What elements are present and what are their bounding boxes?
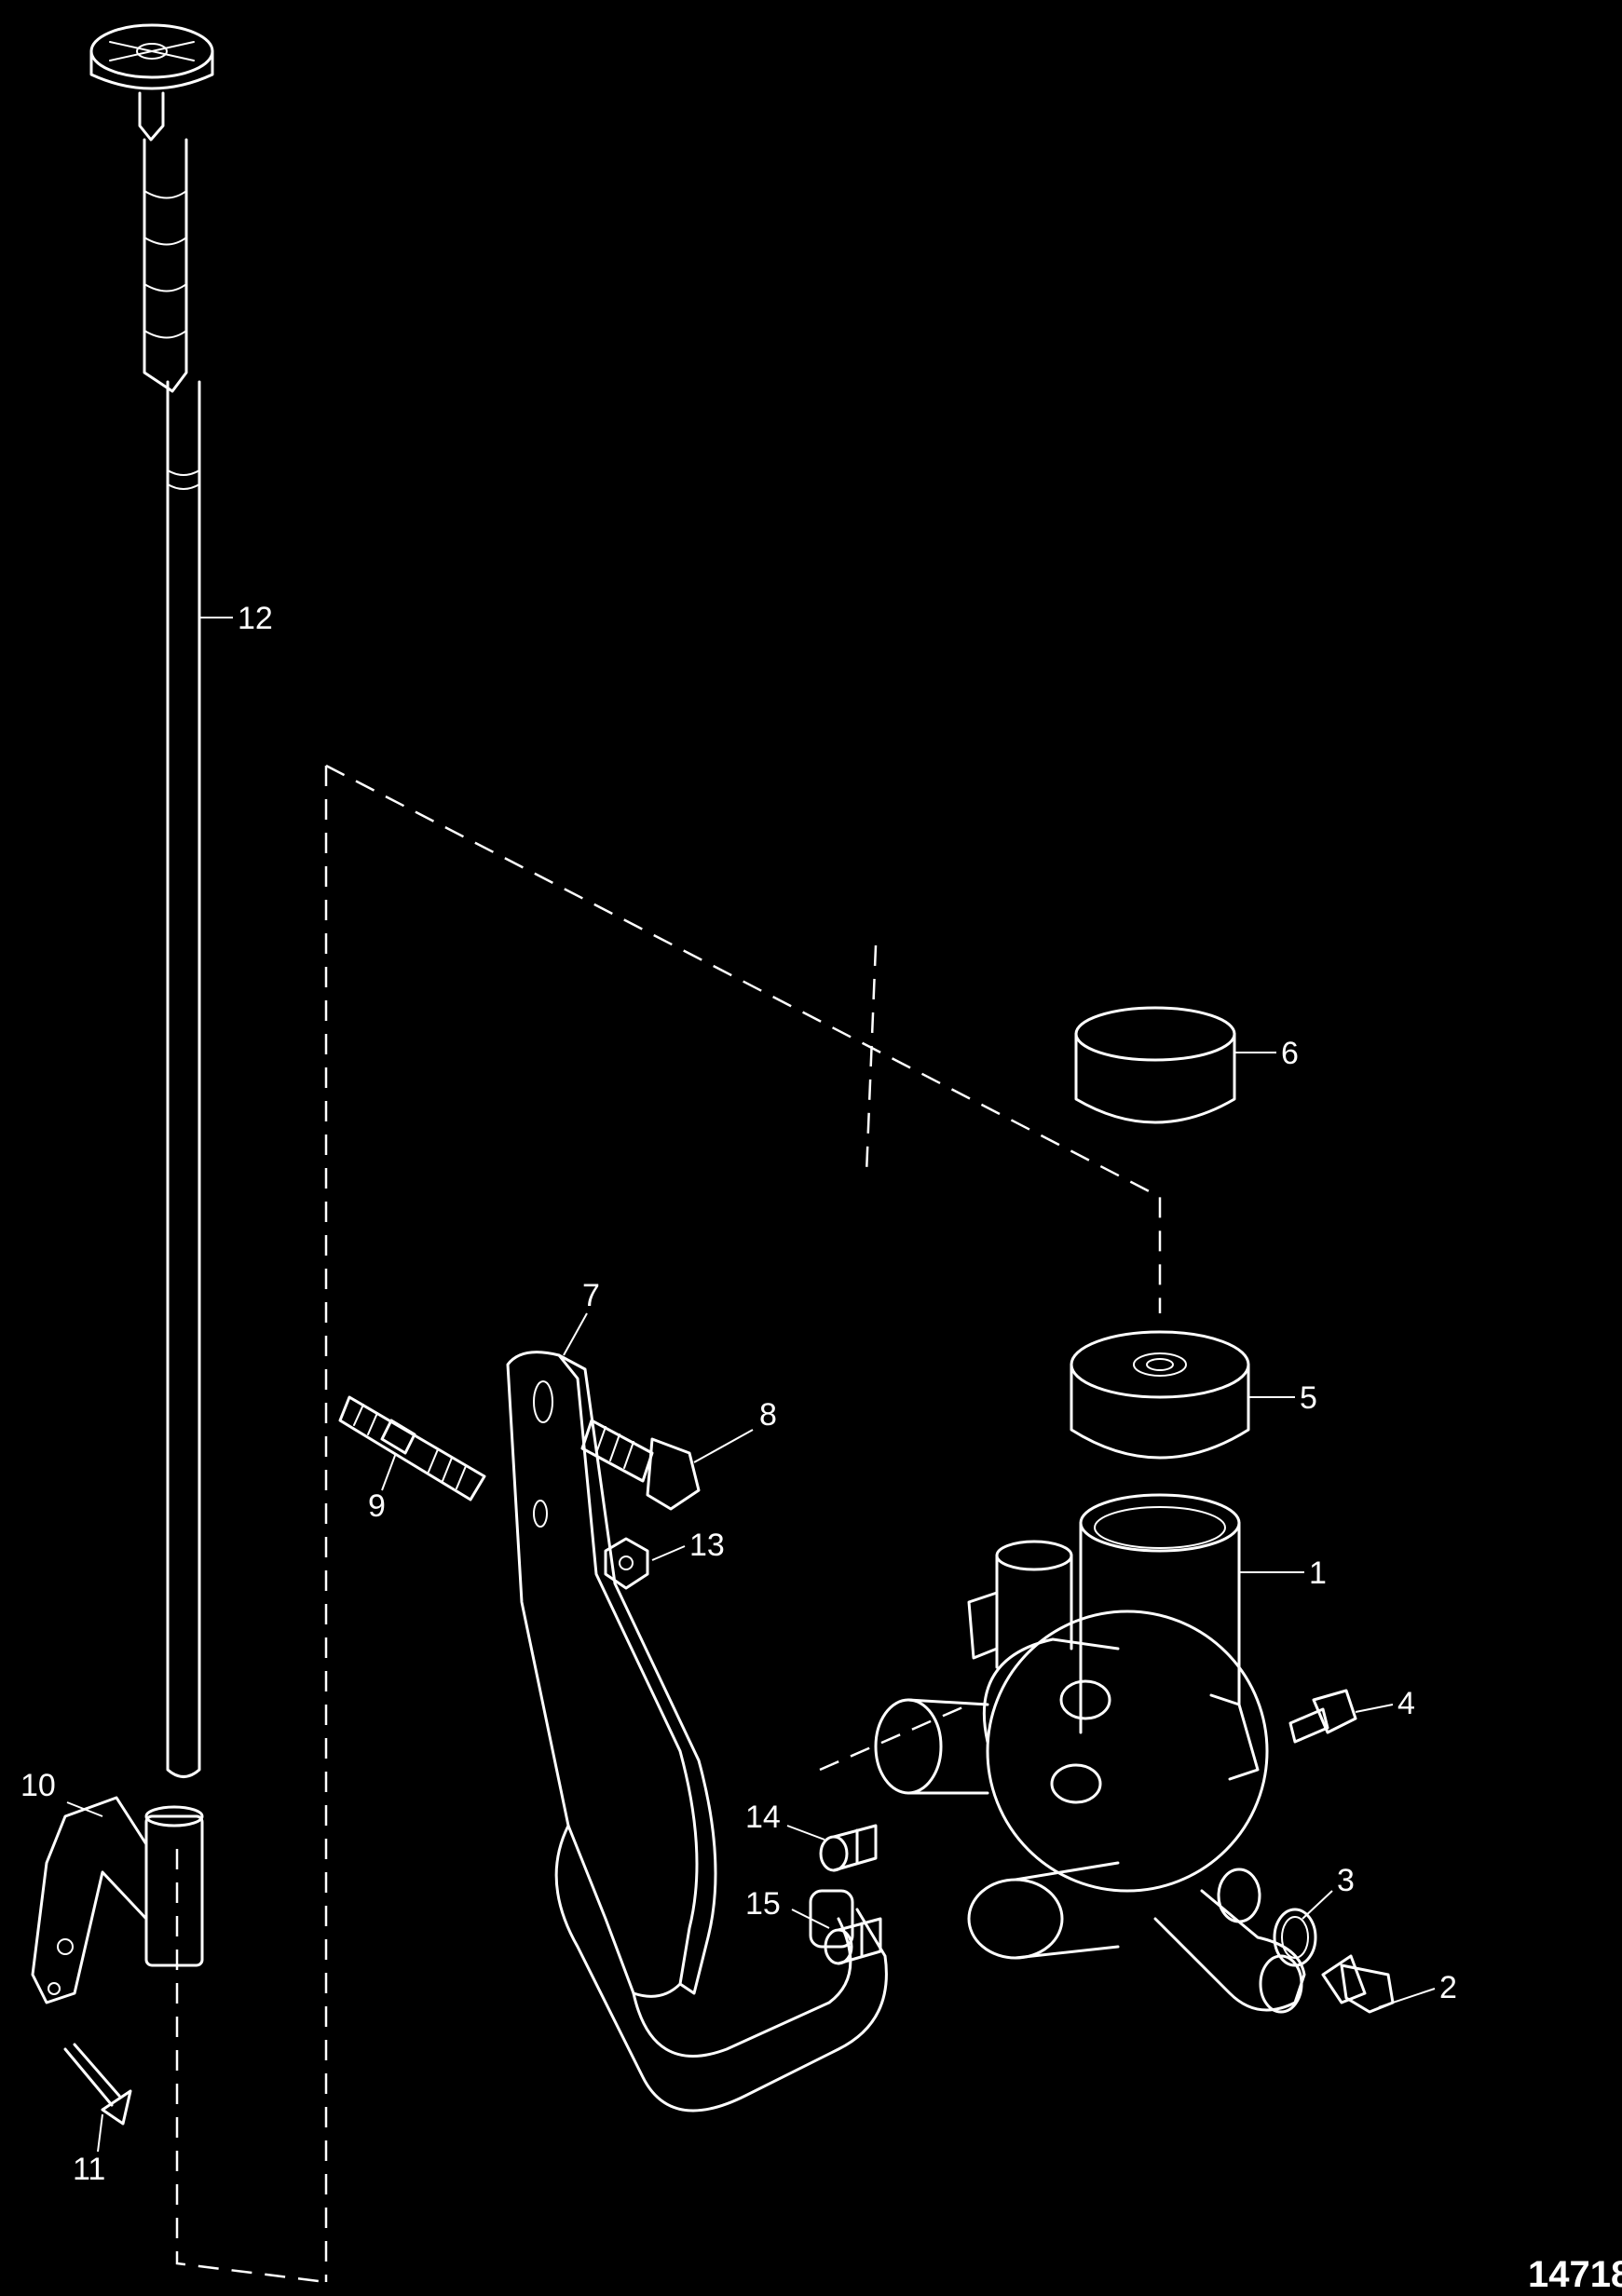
- part-3-o-ring: [1273, 1908, 1317, 1967]
- callout-7: 7: [582, 1278, 600, 1313]
- part-2-drain-plug: [1321, 1954, 1395, 2014]
- callout-15: 15: [745, 1886, 781, 1922]
- part-9-stud: [338, 1395, 486, 1501]
- callout-2: 2: [1439, 1970, 1457, 2005]
- callout-12: 12: [238, 601, 273, 636]
- callout-4: 4: [1397, 1686, 1415, 1721]
- part-10-tube-bracket: [31, 1796, 204, 2004]
- part-14-fitting: [819, 1824, 878, 1872]
- callout-13: 13: [689, 1528, 725, 1563]
- callout-8: 8: [759, 1397, 777, 1433]
- part-11-screw: [63, 2043, 132, 2126]
- part-6-cap: [1074, 1006, 1236, 1124]
- callout-11: 11: [73, 2152, 105, 2187]
- figure-id: 14718: [1528, 2254, 1622, 2295]
- part-12-dipstick: [89, 23, 214, 1778]
- part-7-mounting-bracket: [506, 1351, 888, 2113]
- callout-1: 1: [1309, 1556, 1327, 1591]
- callout-leaders: [66, 617, 1436, 2153]
- part-1-housing: [874, 1493, 1306, 2014]
- callout-labels: 1 2 3 4 5 6 7 8 9 10 11 12 13 14 15: [20, 601, 1457, 2187]
- callout-3: 3: [1337, 1863, 1355, 1898]
- callout-10: 10: [20, 1768, 56, 1803]
- callout-9: 9: [368, 1488, 386, 1524]
- part-8-bolt: [580, 1419, 701, 1511]
- part-13-nut: [604, 1537, 649, 1590]
- assembly-guide-lines: [175, 764, 1162, 2284]
- callout-5: 5: [1300, 1380, 1317, 1416]
- part-4-screw: [1288, 1689, 1357, 1744]
- part-15-fitting: [824, 1917, 882, 1965]
- callout-14: 14: [745, 1800, 781, 1835]
- part-5-cap: [1070, 1330, 1250, 1460]
- callout-6: 6: [1281, 1036, 1299, 1071]
